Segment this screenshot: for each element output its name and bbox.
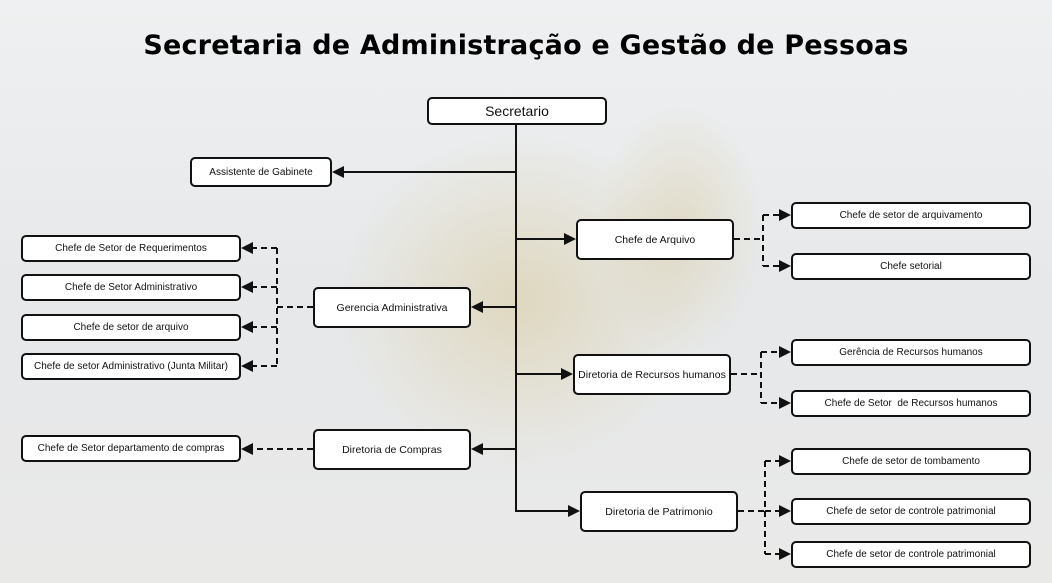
node-child: Chefe de setor de arquivamento [791,202,1031,229]
chart-title: Secretaria de Administração e Gestão de … [143,30,909,61]
node-child: Chefe de Setor departamento de compras [21,435,241,462]
node-child: Chefe de setor de controle patrimonial [791,541,1031,568]
node-child: Chefe de setor de tombamento [791,448,1031,475]
node-diretoria-patrimonio: Diretoria de Patrimonio [580,491,738,532]
node-child: Chefe de Setor Administrativo [21,274,241,301]
node-secretario: Secretario [427,97,607,125]
node-child: Chefe de Setor de Requerimentos [21,235,241,262]
node-gerencia-administrativa: Gerencia Administrativa [313,287,471,328]
node-child: Gerência de Recursos humanos [791,339,1031,366]
node-child: Chefe de Setor de Recursos humanos [791,390,1031,417]
node-diretoria-compras: Diretoria de Compras [313,429,471,470]
node-child: Chefe de setor Administrativo (Junta Mil… [21,353,241,380]
node-diretoria-rh: Diretoria de Recursos humanos [573,354,731,395]
node-child: Chefe de setor de controle patrimonial [791,498,1031,525]
node-child: Chefe de setor de arquivo [21,314,241,341]
node-child: Chefe setorial [791,253,1031,280]
node-assistente: Assistente de Gabinete [190,157,332,187]
node-chefe-arquivo: Chefe de Arquivo [576,219,734,260]
